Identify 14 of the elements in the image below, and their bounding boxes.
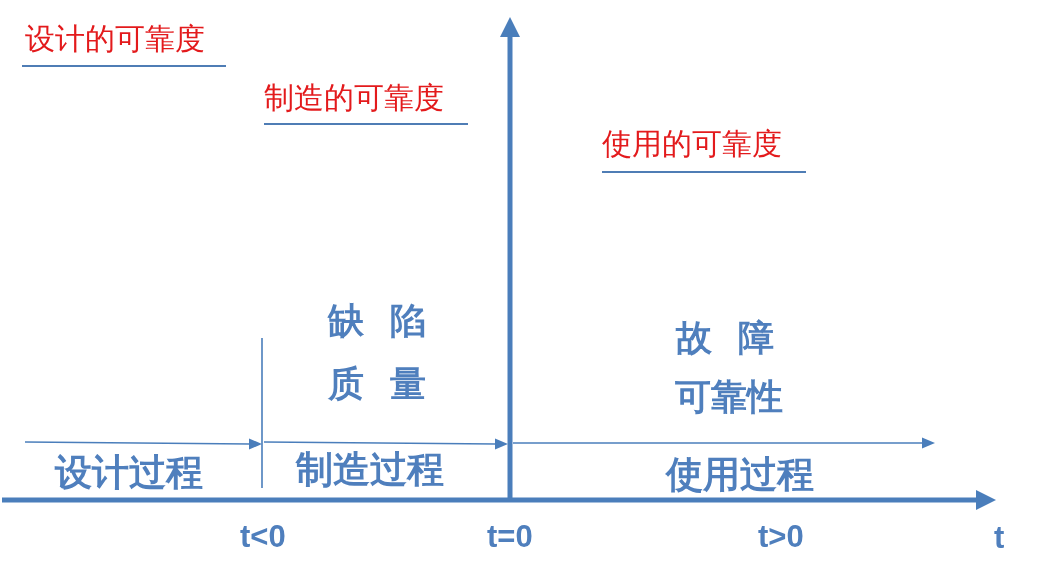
- phase-label: 使用过程: [666, 456, 814, 493]
- underlined-heading: 设计的可靠度: [22, 24, 226, 67]
- term-label: 可靠性: [675, 379, 783, 415]
- axis-label: t: [994, 522, 1005, 553]
- term-label: 故 障: [676, 320, 774, 356]
- underlined-heading: 使用的可靠度: [602, 129, 806, 173]
- phase-label: 制造过程: [296, 451, 444, 488]
- term-label: 质 量: [328, 366, 426, 402]
- tick-label: t<0: [240, 521, 286, 552]
- phase-label: 设计过程: [55, 454, 203, 491]
- underlined-heading: 制造的可靠度: [264, 83, 468, 125]
- tick-label: t>0: [758, 521, 804, 552]
- tick-label: t=0: [487, 521, 533, 552]
- term-label: 缺 陷: [328, 303, 426, 339]
